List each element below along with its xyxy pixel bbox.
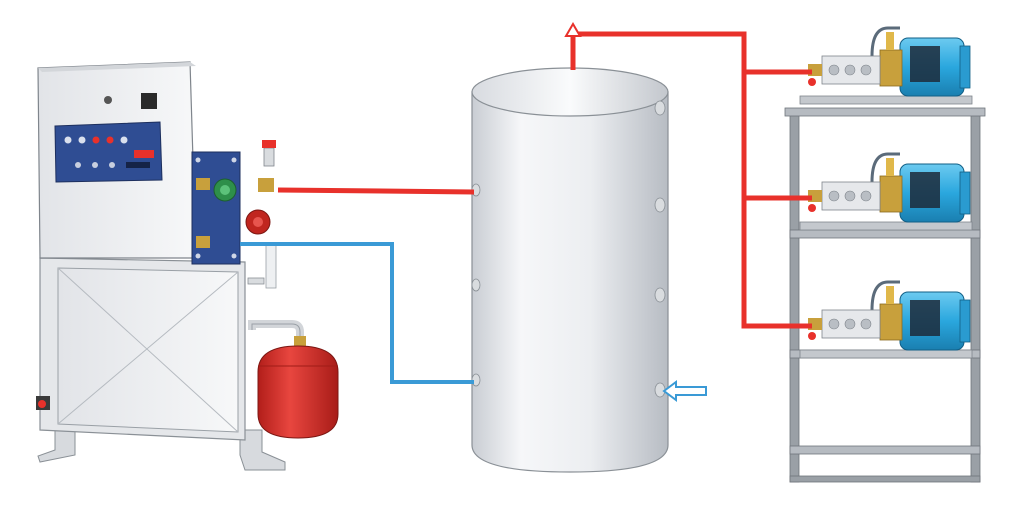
arrow-left-icon xyxy=(662,380,707,402)
pump-unit-3 xyxy=(799,280,973,359)
hot-pipe-boiler-to-tank xyxy=(277,187,475,195)
cold-pipe-tank-to-boiler xyxy=(240,242,474,384)
temperature-display xyxy=(134,150,154,158)
hot-pipe-main-riser xyxy=(570,31,812,329)
cabinet-leg-left xyxy=(37,429,76,463)
pump-station xyxy=(191,140,304,340)
safety-valve-cap xyxy=(262,140,276,148)
pump-unit-1 xyxy=(799,26,973,105)
pump-head xyxy=(879,303,903,341)
fitting-top xyxy=(196,178,210,190)
nozzle-2 xyxy=(654,197,666,213)
boiler-unit xyxy=(36,61,286,471)
pump-unit-2 xyxy=(799,152,973,231)
main-switch xyxy=(141,93,157,109)
safety-valve xyxy=(263,147,275,167)
base-plate xyxy=(799,95,973,105)
hot-water-pipes xyxy=(277,31,812,329)
nozzle-3 xyxy=(654,287,666,303)
triangle-up-icon xyxy=(564,22,582,37)
fitting-bottom xyxy=(196,236,210,248)
nozzle-4 xyxy=(654,382,666,398)
hot-outlet-fitting xyxy=(258,178,274,192)
base-plate xyxy=(799,349,973,359)
pump-head xyxy=(879,175,903,213)
nozzle-1 xyxy=(654,100,666,116)
high-pressure-pumps xyxy=(799,26,973,359)
pump-head xyxy=(879,49,903,87)
cold-water-pipes xyxy=(240,242,474,384)
storage-tank xyxy=(471,67,669,473)
indicator-light xyxy=(104,96,112,104)
expansion-vessel xyxy=(257,336,339,439)
base-plate xyxy=(799,221,973,231)
panel-knobs xyxy=(64,136,154,168)
cabinet-leg-right xyxy=(239,429,286,471)
